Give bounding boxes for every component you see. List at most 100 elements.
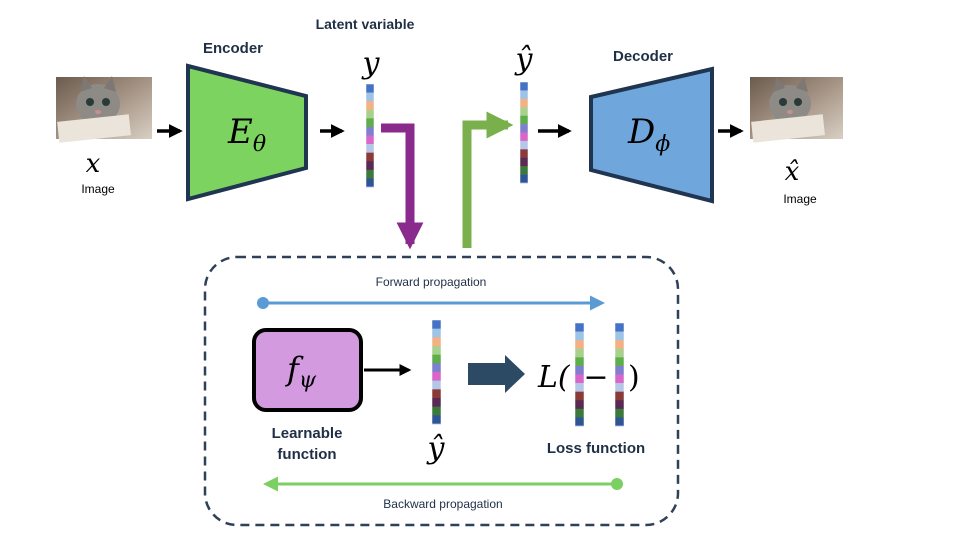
loss-close-paren: ) <box>628 360 640 395</box>
encoder-block <box>186 63 308 202</box>
latent-element <box>520 149 528 159</box>
output-image <box>750 77 843 143</box>
latent-element <box>575 374 584 384</box>
input-x-symbol: x <box>86 149 101 179</box>
latent-element <box>520 82 528 91</box>
latent-element <box>432 320 441 329</box>
latent-element <box>432 346 441 355</box>
decoder-D-symbol: Dϕ <box>627 112 670 157</box>
latent-element <box>615 400 624 410</box>
latent-element <box>575 408 584 418</box>
input-image <box>56 76 152 143</box>
loss-minus-symbol: − <box>583 360 608 395</box>
backward-propagation-label: Backward propagation <box>383 497 502 511</box>
latent-element <box>520 174 528 184</box>
loss-function-label: Loss function <box>547 440 645 457</box>
decoder-block <box>589 66 714 204</box>
latent-element <box>520 166 528 175</box>
latent-element <box>366 178 374 188</box>
learnable-label-line2: function <box>277 446 336 463</box>
latent-element <box>575 391 584 401</box>
big-arrow-to-loss <box>468 355 525 393</box>
latent-element <box>520 90 528 100</box>
latent-element <box>520 115 528 125</box>
training-panel <box>203 255 680 527</box>
latent-element <box>366 118 374 128</box>
latent-vector-yhat-top <box>519 81 529 184</box>
latent-element <box>615 357 624 367</box>
latent-element <box>432 328 441 338</box>
latent-element <box>366 101 374 111</box>
latent-element <box>575 357 584 367</box>
latent-element <box>520 157 528 167</box>
latent-element <box>575 365 584 375</box>
latent-vector-outline <box>614 322 625 427</box>
output-xhat-symbol: x̂ <box>785 157 800 187</box>
latent-element <box>432 415 441 425</box>
latent-element <box>615 417 624 427</box>
latent-element <box>615 365 624 375</box>
latent-yhat-symbol-top: ŷ <box>514 42 534 77</box>
encoder-E-symbol: Eθ <box>227 112 266 157</box>
encoder-title: Encoder <box>203 40 263 57</box>
latent-element <box>432 398 441 407</box>
latent-variable-title: Latent variable <box>316 16 415 32</box>
latent-element <box>366 84 374 93</box>
latent-y-symbol: y <box>361 46 381 81</box>
latent-vector-y <box>365 83 375 188</box>
predicted-yhat-symbol: ŷ <box>426 431 446 466</box>
latent-element <box>520 140 528 150</box>
latent-element <box>366 169 374 179</box>
latent-element <box>366 135 374 145</box>
purple-arrow-to-training <box>381 123 424 250</box>
latent-element <box>366 92 374 102</box>
latent-element <box>575 323 584 332</box>
latent-element <box>615 391 624 401</box>
latent-element <box>432 337 441 347</box>
latent-element <box>615 374 624 384</box>
latent-element <box>615 340 624 350</box>
latent-element <box>615 323 624 332</box>
latent-element <box>575 383 584 392</box>
latent-element <box>366 152 374 162</box>
loss-vector-b <box>614 322 625 427</box>
latent-element <box>432 406 441 416</box>
latent-vector-yhat-predicted <box>431 319 442 425</box>
latent-element <box>575 417 584 427</box>
latent-element <box>520 132 528 142</box>
latent-element <box>366 144 374 153</box>
loss-L-symbol: L( <box>537 360 571 395</box>
latent-element <box>432 372 441 381</box>
decoder-title: Decoder <box>613 48 673 65</box>
latent-element <box>575 348 584 358</box>
learnable-function-block <box>252 328 363 412</box>
latent-element <box>432 380 441 390</box>
latent-vector-outline <box>431 319 442 425</box>
forward-propagation-label: Forward propagation <box>376 275 487 289</box>
green-arrow-to-decoder-input <box>462 111 514 248</box>
latent-vector-outline <box>574 322 585 427</box>
latent-element <box>615 348 624 358</box>
latent-element <box>615 408 624 418</box>
latent-element <box>520 98 528 108</box>
latent-element <box>432 354 441 364</box>
latent-element <box>432 363 441 373</box>
latent-element <box>575 331 584 341</box>
latent-element <box>615 331 624 341</box>
learnable-label-line1: Learnable <box>272 425 343 442</box>
latent-vector-outline <box>365 83 375 188</box>
latent-element <box>432 389 441 399</box>
latent-element <box>366 161 374 171</box>
latent-element <box>366 109 374 119</box>
latent-element <box>575 340 584 350</box>
input-image-label: Image <box>81 182 115 196</box>
output-image-label: Image <box>783 192 817 206</box>
latent-element <box>520 124 528 133</box>
latent-element <box>520 107 528 116</box>
latent-element <box>615 383 624 392</box>
loss-vector-a <box>574 322 585 427</box>
latent-vector-outline <box>519 81 529 184</box>
latent-element <box>575 400 584 410</box>
latent-element <box>366 126 374 136</box>
